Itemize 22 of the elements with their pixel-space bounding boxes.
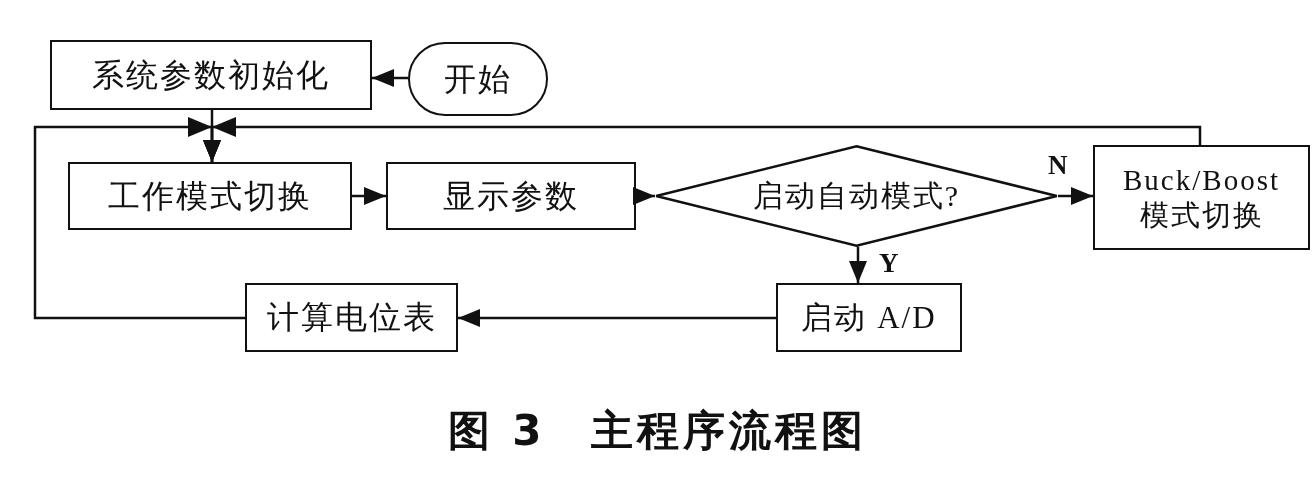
arrow (633, 187, 655, 205)
node-label: 显示参数 (442, 176, 580, 216)
node-label: 开始 (443, 59, 513, 99)
arrow (458, 309, 776, 327)
process-box (245, 283, 458, 352)
arrow (372, 69, 408, 87)
node-label: 计算电位表 (265, 298, 438, 337)
node-label: 启动 A/D (800, 298, 938, 337)
process-box (386, 162, 636, 230)
node-label: 系统参数初始化 (91, 55, 331, 95)
process-box (1093, 145, 1310, 250)
node-label: 工作模式切换 (107, 176, 313, 216)
process-box (50, 40, 372, 110)
arrow (352, 187, 386, 205)
process-box (776, 283, 962, 352)
node-label: 启动自动模式? (751, 178, 962, 214)
figure-caption: 图 3 主程序流程图 (447, 406, 868, 455)
process-box (68, 162, 352, 230)
arrow (33, 117, 245, 320)
arrow (849, 246, 867, 283)
node-label: Buck/Boost 模式切换 (1122, 162, 1281, 233)
arrow (1058, 187, 1093, 205)
